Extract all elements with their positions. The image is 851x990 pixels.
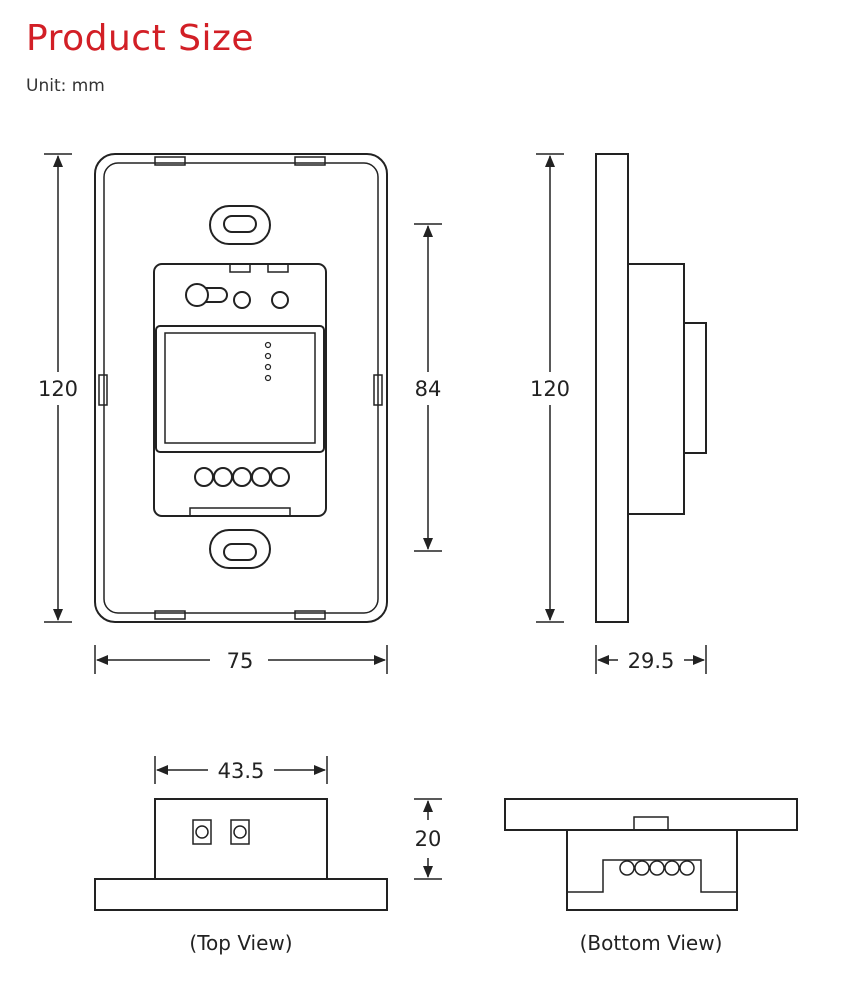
- top-width-label: 43.5: [218, 759, 265, 783]
- bottom-view: [504, 798, 798, 911]
- top-height-label: 20: [415, 827, 442, 851]
- front-height-label: 120: [38, 377, 78, 401]
- module-body: [153, 263, 327, 517]
- top-view-caption: (Top View): [189, 931, 292, 955]
- button-1: [233, 291, 251, 309]
- module-height-label: 84: [415, 377, 442, 401]
- dim-side-depth: [595, 645, 707, 674]
- dim-top-height: [414, 798, 442, 880]
- dim-top-width: [154, 756, 328, 784]
- top-view: [94, 798, 388, 911]
- screen-frame: [155, 325, 325, 453]
- dim-side-height: [536, 153, 564, 623]
- side-clip-right: [373, 374, 383, 406]
- front-plate-outer: [94, 153, 388, 623]
- bottom-terminal-3: [649, 860, 665, 876]
- bottom-clip-right: [294, 610, 326, 620]
- screw-hole-top: [209, 205, 271, 245]
- led-4: [264, 374, 272, 382]
- bottom-terminal-2: [634, 860, 650, 876]
- module-tab-1: [229, 263, 251, 273]
- bottom-plate: [504, 798, 798, 831]
- side-height-label: 120: [530, 377, 570, 401]
- top-terminal-1-screw: [195, 825, 209, 839]
- led-3: [264, 363, 272, 371]
- key-slot: [205, 287, 228, 303]
- unit-label: Unit: mm: [26, 76, 105, 96]
- side-view: [595, 153, 707, 623]
- page-title: Product Size: [26, 18, 255, 59]
- bottom-clip-left: [154, 610, 186, 620]
- front-width-label: 75: [227, 649, 254, 673]
- button-2: [271, 291, 289, 309]
- bottom-clip: [633, 816, 669, 831]
- top-clip-left: [154, 156, 186, 166]
- bottom-module: [566, 830, 738, 911]
- key-hole: [185, 283, 209, 307]
- bottom-view-caption: (Bottom View): [580, 931, 723, 955]
- dim-front-width: [94, 645, 388, 674]
- screen: [164, 332, 316, 444]
- screw-hole-bottom: [209, 529, 271, 569]
- front-plate-inner: [103, 162, 379, 614]
- top-clip-right: [294, 156, 326, 166]
- terminal-2: [213, 467, 233, 487]
- led-2: [264, 352, 272, 360]
- side-terminal-block: [683, 322, 707, 454]
- bottom-terminal-1: [619, 860, 635, 876]
- top-plate: [94, 878, 388, 911]
- side-module: [627, 263, 685, 515]
- bottom-terminal-4: [664, 860, 680, 876]
- front-view: [94, 153, 388, 623]
- terminal-4: [251, 467, 271, 487]
- dim-front-height: [44, 153, 72, 623]
- module-bottom-tab: [189, 507, 291, 517]
- side-depth-label: 29.5: [628, 649, 675, 673]
- side-clip-left: [98, 374, 108, 406]
- terminal-3: [232, 467, 252, 487]
- top-terminal-2: [230, 819, 250, 845]
- terminal-5: [270, 467, 290, 487]
- bottom-terminal-5: [679, 860, 695, 876]
- top-terminal-2-screw: [233, 825, 247, 839]
- dim-module-height: [414, 223, 442, 552]
- screw-slot-top: [223, 215, 257, 233]
- terminal-1: [194, 467, 214, 487]
- module-tab-2: [267, 263, 289, 273]
- side-plate: [595, 153, 629, 623]
- top-terminal-1: [192, 819, 212, 845]
- screw-slot-bottom: [223, 543, 257, 561]
- top-module: [154, 798, 328, 880]
- bottom-terminal-cutout: [567, 859, 737, 893]
- led-1: [264, 341, 272, 349]
